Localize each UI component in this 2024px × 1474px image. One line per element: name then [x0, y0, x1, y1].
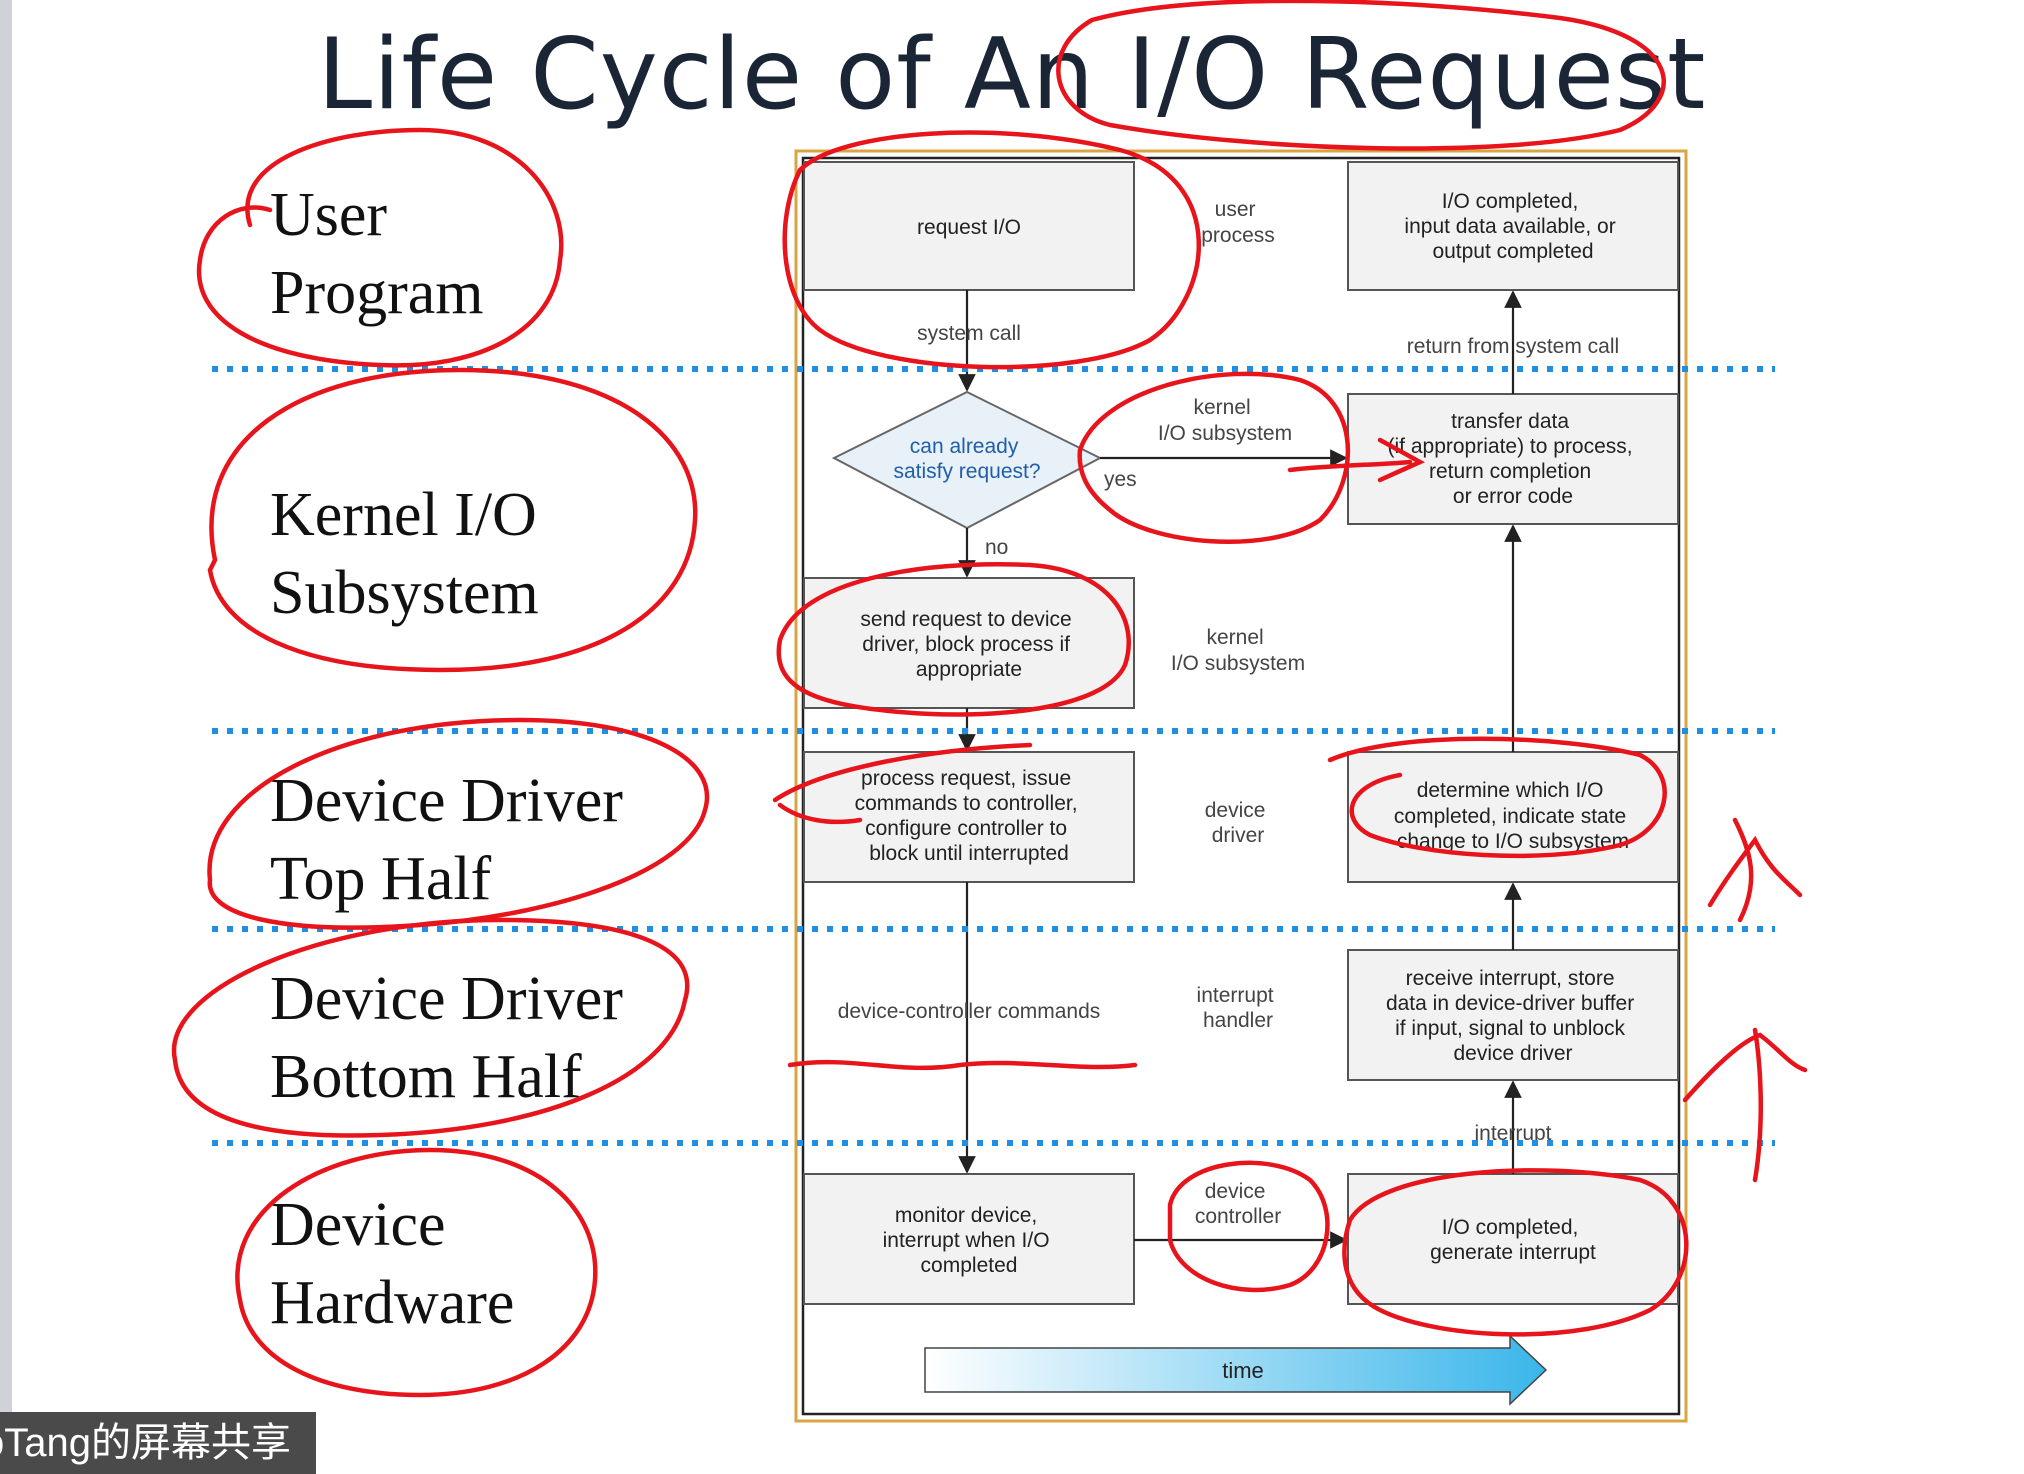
box-monitor-device — [803, 1173, 1135, 1305]
annotation-commands-underline — [787, 1059, 1138, 1071]
box-process-request — [803, 751, 1135, 883]
box-io-completed-bottom-text: I/O completed, generate interrupt — [1430, 1216, 1596, 1264]
layer-label-top-half: Device Driver Top Half — [270, 762, 623, 918]
decision-text: can already satisfy request? — [893, 435, 1040, 483]
edge-label-return-from-system-call: return from system call — [1407, 335, 1619, 358]
annotation-bottom-half-circle — [171, 917, 690, 1138]
box-determine-text: determine which I/O completed, indicate … — [1394, 779, 1632, 853]
layer-label-line: Kernel I/O — [270, 481, 537, 549]
box-determine — [1347, 751, 1679, 883]
annotation-determine-circle — [1327, 736, 1667, 859]
layer-label-line: Device — [270, 1191, 446, 1259]
box-io-completed-top — [1347, 161, 1679, 291]
layer-label-kernel-io: Kernel I/O Subsystem — [270, 476, 539, 632]
label-kernel-io-lower: kernel I/O subsystem — [1171, 626, 1305, 675]
edge-label-no: no — [985, 536, 1008, 559]
annotation-title-circle — [1056, 0, 1666, 151]
edge-label-device-controller-commands: device-controller commands — [838, 1000, 1101, 1023]
time-arrow — [924, 1334, 1548, 1406]
window-edge — [0, 0, 12, 1474]
box-monitor-device-text: monitor device, interrupt when I/O compl… — [883, 1204, 1056, 1277]
box-request-io-text: request I/O — [917, 216, 1021, 239]
annotation-user-program-circle — [196, 127, 564, 368]
label-device-controller: device controller — [1195, 1180, 1281, 1228]
label-device-driver: device driver — [1205, 799, 1272, 847]
layer-label-line: Device Driver — [270, 965, 623, 1033]
edge-label-system-call: system call — [917, 322, 1021, 345]
slide-title: Life Cycle of An I/O Request — [317, 18, 1707, 132]
annotation-io-completed-circle — [1342, 1168, 1689, 1337]
label-interrupt-handler: interrupt handler — [1197, 984, 1280, 1032]
annotation-device-controller-circle — [1167, 1160, 1330, 1293]
screen-share-caption: oTang的屏幕共享 — [0, 1412, 316, 1474]
layer-label-line: Top Half — [270, 845, 492, 913]
annotation-up-arrow-lower — [1682, 1027, 1808, 1183]
box-transfer-data-text: transfer data (if appropriate) to proces… — [1388, 410, 1639, 508]
time-arrow-label: time — [1222, 1358, 1264, 1383]
annotation-request-io-circle — [782, 130, 1201, 370]
box-process-request-text: process request, issue commands to contr… — [855, 767, 1084, 865]
annotation-kernel-label-circle — [1077, 371, 1351, 545]
box-request-io — [803, 161, 1135, 291]
box-send-request-text: send request to device driver, block pro… — [860, 608, 1077, 681]
annotation-send-request-circle — [776, 562, 1131, 717]
annotation-kernel-circle — [207, 367, 698, 673]
annotation-top-half-circle — [207, 717, 710, 930]
layer-label-bottom-half: Device Driver Bottom Half — [270, 960, 623, 1116]
box-io-completed-bottom — [1347, 1173, 1679, 1305]
layer-label-line: Hardware — [270, 1269, 515, 1337]
layer-label-line: Program — [270, 259, 484, 327]
layer-label-hardware: Device Hardware — [270, 1186, 514, 1342]
annotation-arrow-to-transfer — [1287, 437, 1426, 483]
layer-label-line: Device Driver — [270, 767, 623, 835]
annotation-up-arrow-upper — [1707, 817, 1803, 923]
layer-label-line: User — [270, 181, 388, 249]
layer-label-line: Bottom Half — [270, 1043, 582, 1111]
label-user-process: user process — [1201, 198, 1275, 247]
edge-label-yes: yes — [1104, 468, 1137, 491]
box-transfer-data — [1347, 393, 1679, 525]
annotation-process-request-mark — [772, 742, 1033, 825]
annotation-hardware-circle — [235, 1147, 598, 1398]
layer-label-user-program: User Program — [270, 176, 484, 332]
box-receive-interrupt-text: receive interrupt, store data in device-… — [1386, 967, 1640, 1065]
layer-label-line: Subsystem — [270, 559, 539, 627]
box-receive-interrupt — [1347, 949, 1679, 1081]
box-send-request — [803, 577, 1135, 709]
label-kernel-io-upper: kernel I/O subsystem — [1158, 396, 1292, 445]
box-io-completed-top-text: I/O completed, input data available, or … — [1404, 190, 1621, 263]
edge-label-interrupt: interrupt — [1474, 1122, 1551, 1145]
